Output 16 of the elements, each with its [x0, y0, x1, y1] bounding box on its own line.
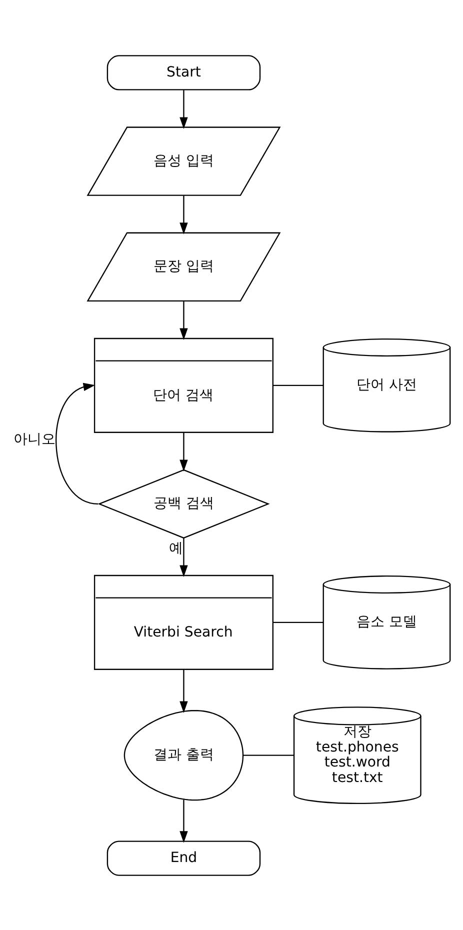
connector: [243, 754, 294, 756]
arrow: [180, 90, 188, 128]
node-box: Start: [106, 54, 261, 90]
arrow: [180, 195, 188, 234]
arrow: [180, 538, 188, 576]
arrow: [180, 669, 188, 712]
connector: [272, 384, 324, 386]
arrow: [180, 300, 188, 340]
edge-label: 예: [169, 540, 184, 556]
connector: [272, 621, 324, 623]
arrow: [56, 382, 98, 504]
edge-label: 아니오: [14, 430, 56, 447]
arrow: [180, 799, 188, 842]
arrow: [180, 432, 188, 471]
node-diamond: 공백 검색: [98, 468, 270, 538]
node-box: End: [106, 840, 261, 876]
